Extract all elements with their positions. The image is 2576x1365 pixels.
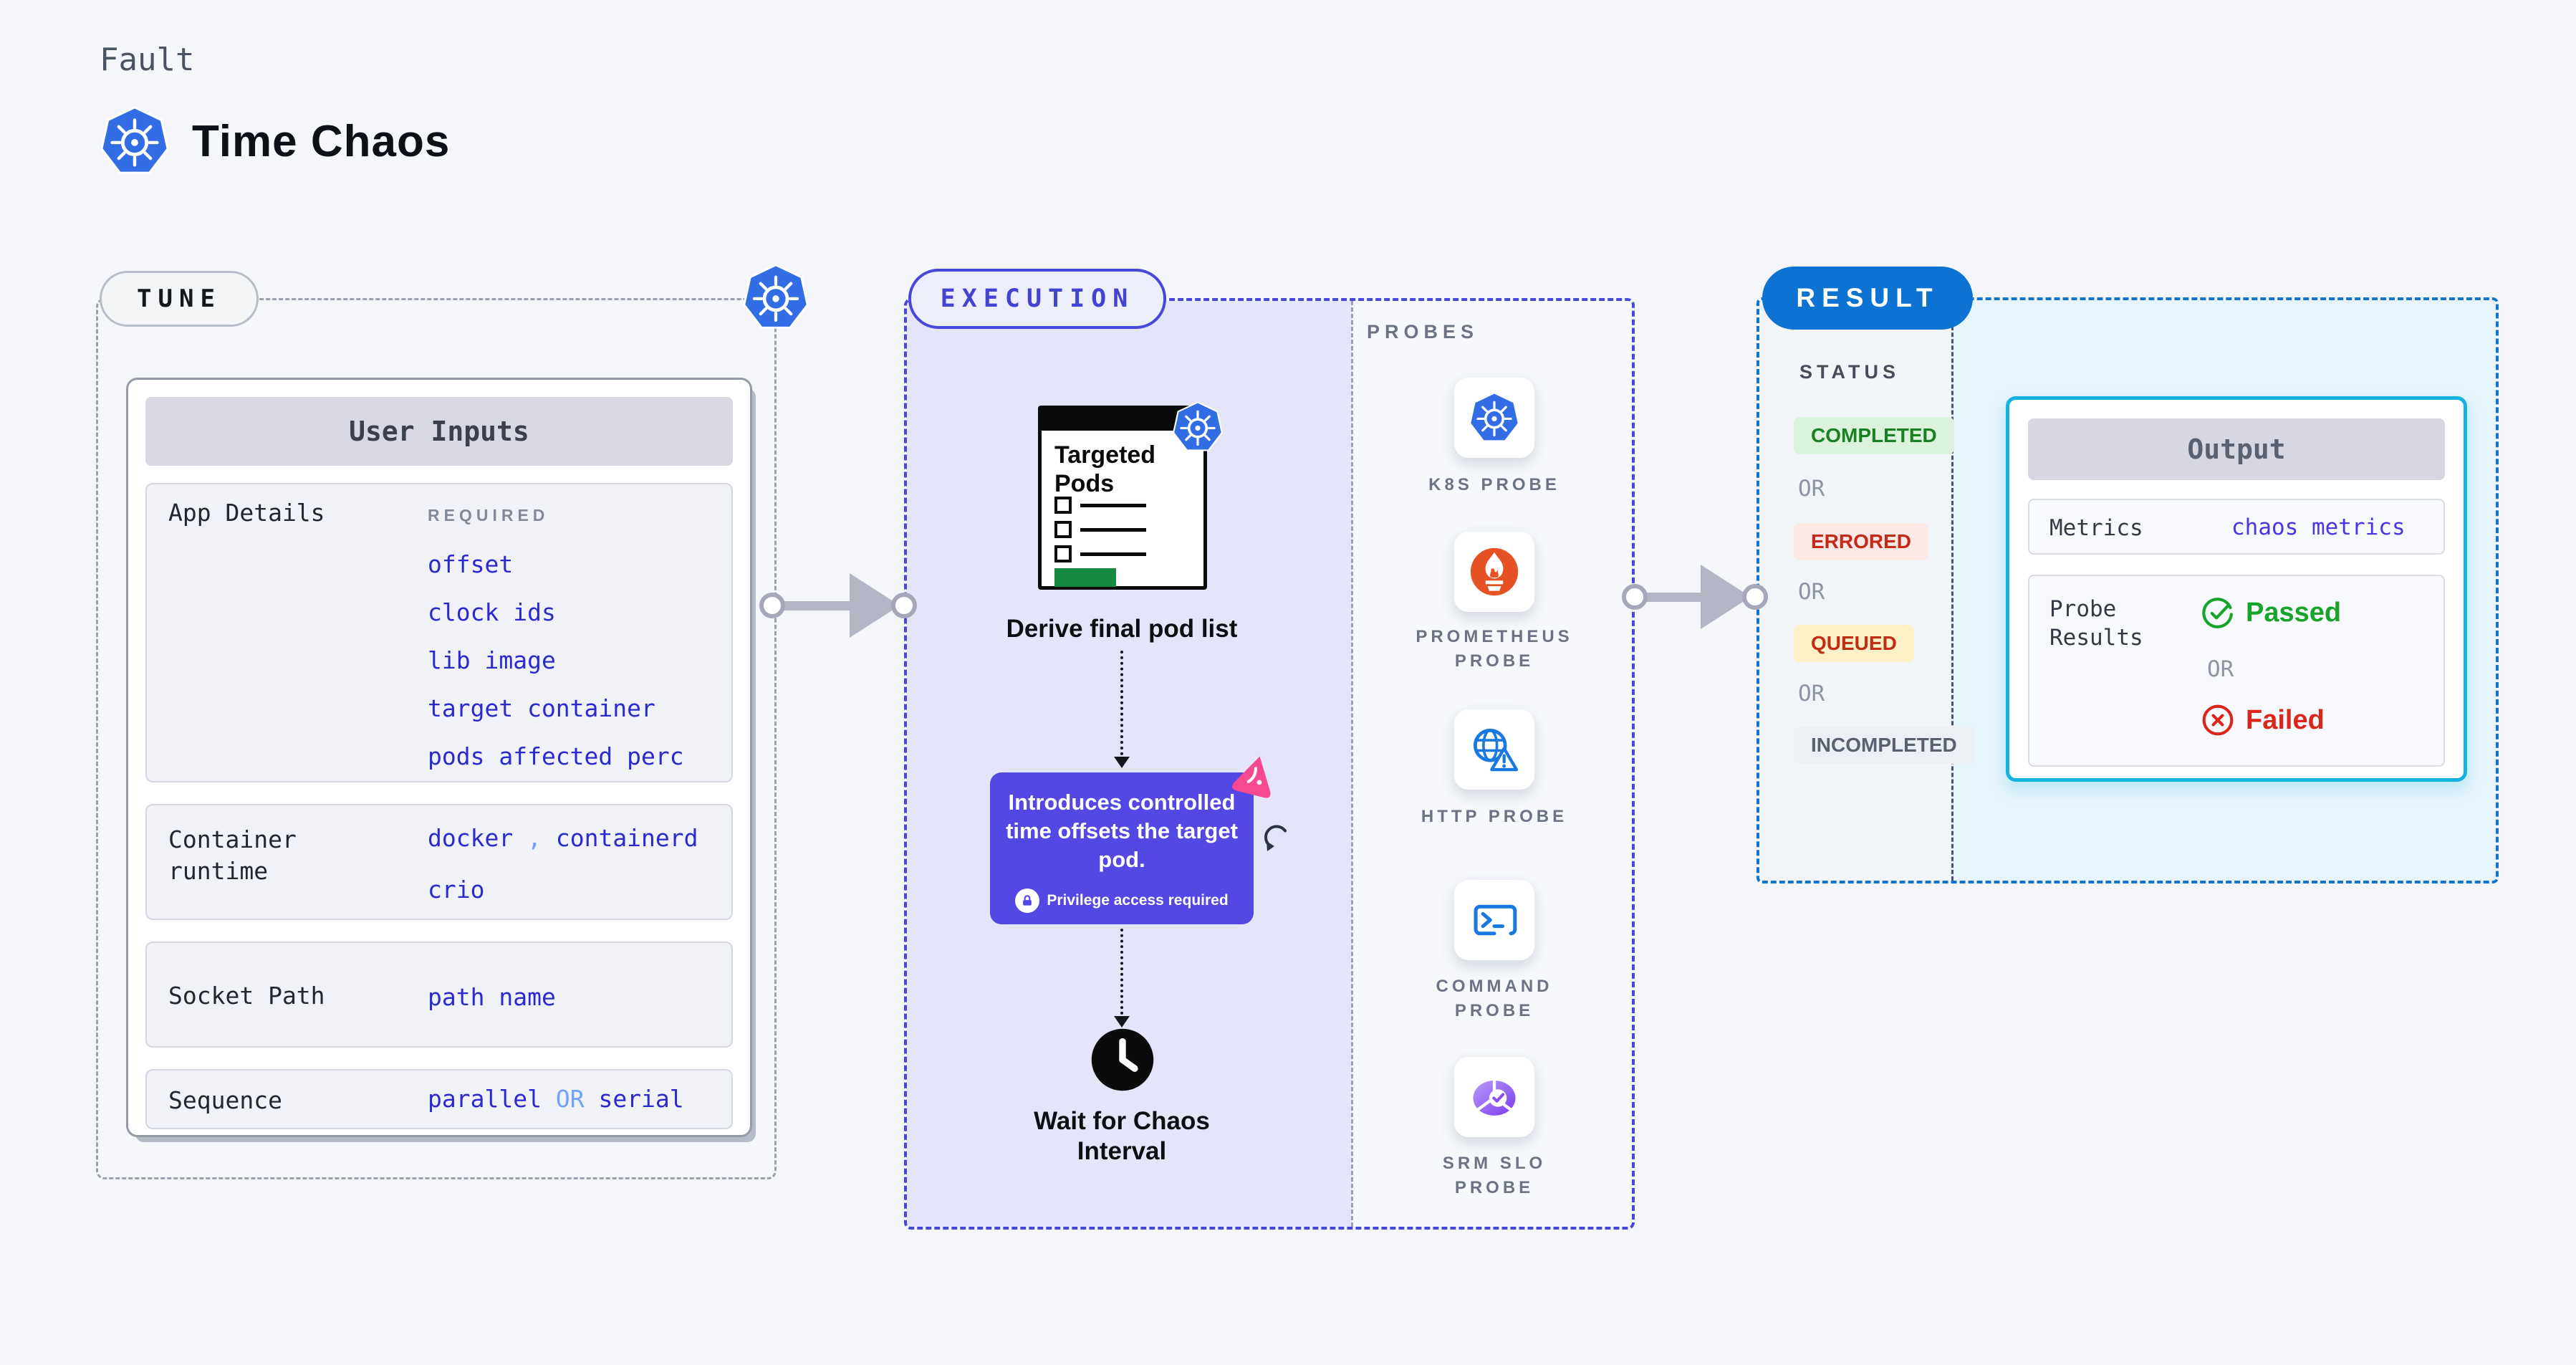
privilege-note: Privilege access required xyxy=(1047,892,1229,909)
x-circle-icon xyxy=(2201,704,2234,737)
or-label: OR xyxy=(2207,656,2234,682)
wait-interval-caption: Wait for Chaos Interval xyxy=(1034,1107,1210,1165)
value-serial: serial xyxy=(598,1085,684,1113)
metrics-label: Metrics xyxy=(2049,515,2143,541)
passed-label: Passed xyxy=(2246,597,2342,628)
container-runtime-label: Container runtime xyxy=(168,825,297,885)
value-docker: docker xyxy=(428,824,514,852)
k8s-probe-label: K8S PROBE xyxy=(1428,475,1560,494)
command-probe-card[interactable] xyxy=(1454,880,1534,960)
http-probe-label: HTTP PROBE xyxy=(1421,807,1568,826)
sequence-label: Sequence xyxy=(168,1086,282,1114)
connector-dot xyxy=(891,593,917,618)
required-tag: REQUIRED xyxy=(428,506,549,525)
http-globe-warning-icon xyxy=(1469,724,1520,775)
probe-results-row: Probe Results Passed OR Failed xyxy=(2028,575,2445,767)
tune-to-execution-arrow xyxy=(772,601,855,610)
socket-path-label: Socket Path xyxy=(168,982,325,1010)
container-runtime-section: Container runtime docker , containerd cr… xyxy=(145,804,733,920)
prometheus-probe-label: PROMETHEUS PROBE xyxy=(1416,627,1573,671)
slo-pie-check-icon xyxy=(1469,1071,1520,1123)
or-label: OR xyxy=(1798,476,1825,502)
command-probe-label: COMMAND PROBE xyxy=(1436,977,1553,1020)
link-lib-image[interactable]: lib image xyxy=(428,646,556,674)
derive-pod-list-caption: Derive final pod list xyxy=(1006,615,1238,643)
socket-path-section: Socket Path path name xyxy=(145,942,733,1048)
tune-pill: TUNE xyxy=(100,271,259,327)
prometheus-icon xyxy=(1469,546,1520,598)
connector-dot xyxy=(1742,584,1768,610)
refresh-loop-icon xyxy=(1259,820,1295,856)
flow-arrowhead xyxy=(1114,757,1130,768)
terminal-icon xyxy=(1469,894,1520,946)
value-parallel: parallel xyxy=(428,1085,542,1113)
output-header: Output xyxy=(2028,418,2445,480)
status-badge-completed: COMPLETED xyxy=(1794,417,1954,454)
http-probe-card[interactable] xyxy=(1454,709,1534,790)
page-title: Time Chaos xyxy=(192,117,451,166)
lock-icon xyxy=(1015,889,1040,913)
output-card: Output Metrics chaos metrics Probe Resul… xyxy=(2006,396,2467,782)
pod-line xyxy=(1080,552,1146,556)
failed-label: Failed xyxy=(2246,704,2325,735)
execution-to-result-arrow xyxy=(1635,593,1706,602)
kubernetes-icon xyxy=(1469,392,1520,444)
value-crio: crio xyxy=(428,876,485,904)
pod-line xyxy=(1080,504,1146,507)
kubernetes-icon xyxy=(742,264,809,331)
connector-dot xyxy=(759,593,785,618)
srm-slo-probe-card[interactable] xyxy=(1454,1057,1534,1137)
value-path-name: path name xyxy=(428,983,556,1011)
status-badge-incompleted: INCOMPLETED xyxy=(1794,727,1974,764)
execution-pill: EXECUTION xyxy=(908,269,1166,329)
prometheus-probe-card[interactable] xyxy=(1454,532,1534,612)
sequence-section: Sequence parallel OR serial xyxy=(145,1069,733,1129)
tooltip-text: Introduces controlled time offsets the t… xyxy=(1006,790,1238,872)
result-pill: RESULT xyxy=(1762,267,1973,330)
clock-icon xyxy=(1089,1026,1156,1093)
connector-dot xyxy=(1622,584,1648,610)
user-inputs-card: User Inputs App Details REQUIRED offset … xyxy=(126,378,752,1137)
status-heading: STATUS xyxy=(1799,361,1900,383)
tune-panel xyxy=(96,298,777,1179)
fault-eyebrow: Fault xyxy=(100,42,195,78)
pod-checkbox xyxy=(1054,497,1072,514)
pod-checkbox xyxy=(1054,521,1072,538)
kubernetes-icon xyxy=(100,106,170,176)
probe-results-label: Probe Results xyxy=(2049,596,2143,651)
value-comma: , xyxy=(527,824,542,852)
or-label: OR xyxy=(1798,681,1825,707)
app-details-section: App Details REQUIRED offset clock ids li… xyxy=(145,483,733,782)
flow-dotted-line xyxy=(1120,651,1123,755)
value-containerd: containerd xyxy=(555,824,698,852)
probes-heading: PROBES xyxy=(1367,321,1479,343)
srm-slo-probe-label: SRM SLO PROBE xyxy=(1442,1154,1547,1197)
link-offset[interactable]: offset xyxy=(428,550,514,578)
litmus-chaos-icon xyxy=(1231,751,1279,800)
link-clock-ids[interactable]: clock ids xyxy=(428,598,556,626)
pod-progress-bar xyxy=(1054,568,1116,587)
pod-checkbox xyxy=(1054,545,1072,562)
flow-arrowhead xyxy=(1114,1016,1130,1028)
flow-dotted-line xyxy=(1120,929,1123,1015)
chaos-metrics-link[interactable]: chaos metrics xyxy=(2231,514,2406,540)
pod-line xyxy=(1080,528,1146,532)
link-pods-affected-perc[interactable]: pods affected perc xyxy=(428,742,684,770)
targeted-pods-card: Targeted Pods xyxy=(1038,406,1207,590)
status-badge-queued: QUEUED xyxy=(1794,625,1914,662)
user-inputs-header: User Inputs xyxy=(145,397,733,466)
value-or: OR xyxy=(555,1085,585,1113)
or-label: OR xyxy=(1798,579,1825,605)
pod-card-title: Targeted Pods xyxy=(1054,441,1156,497)
check-circle-icon xyxy=(2201,596,2234,629)
k8s-probe-card[interactable] xyxy=(1454,378,1534,458)
metrics-row: Metrics chaos metrics xyxy=(2028,499,2445,555)
kubernetes-icon xyxy=(1172,401,1224,453)
status-badge-errored: ERRORED xyxy=(1794,523,1929,560)
link-target-container[interactable]: target container xyxy=(428,694,655,722)
fault-description-tooltip: Introduces controlled time offsets the t… xyxy=(990,772,1254,924)
app-details-label: App Details xyxy=(168,499,325,527)
